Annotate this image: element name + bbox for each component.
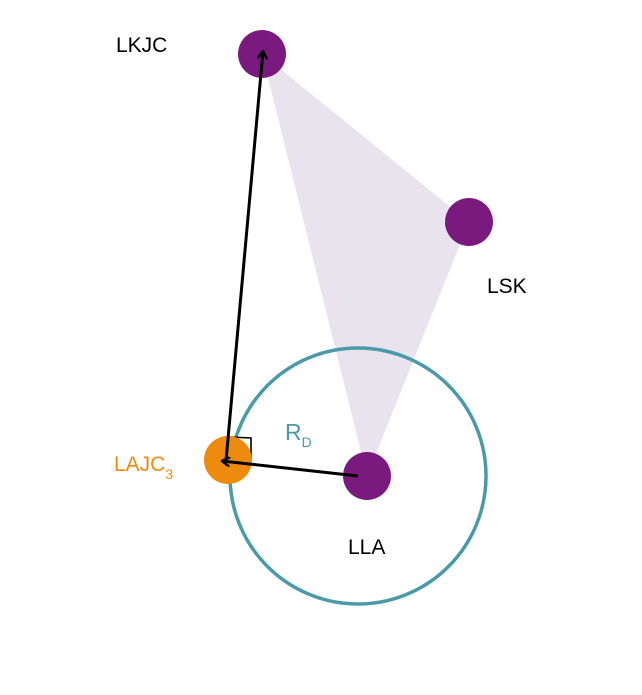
segment-triangle [262,54,469,476]
lla-marker [343,452,391,500]
lla-label: LLA [348,536,385,559]
arrow-lla-to-lajc3 [222,461,359,478]
lajc3-label: LAJC3 [114,453,173,482]
radius-label-sub: D [302,434,312,450]
lsk-label: LSK [487,275,527,298]
lkjc-label: LKJC [116,34,167,57]
arrow-lajc3-to-lkjc [224,51,263,462]
lajc3-label-main: LAJC [114,453,165,476]
right-angle-marker [229,436,252,460]
radius-label-main: R [285,419,302,445]
lajc3-label-sub: 3 [165,466,173,482]
radius-label: RD [285,419,312,450]
lsk-marker [445,198,493,246]
